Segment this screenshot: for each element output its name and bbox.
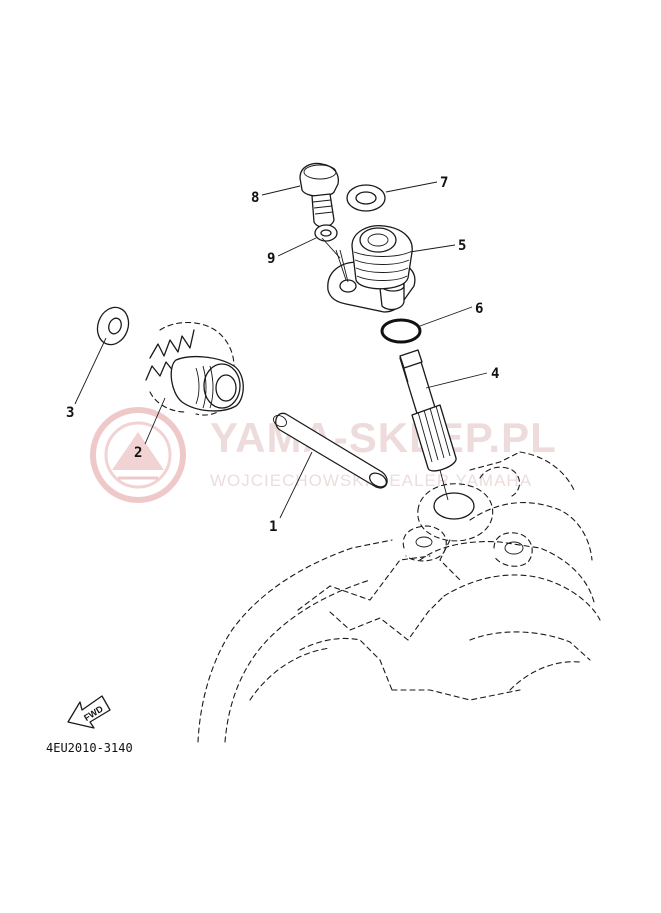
callout-8: 8 bbox=[251, 190, 259, 206]
assembly-lines bbox=[321, 237, 449, 501]
diagram-code: 4EU2010-3140 bbox=[46, 741, 133, 755]
watermark: YAMA-SKLEP.PL WOJCIECHOWSKI DEALER YAMAH… bbox=[90, 407, 557, 503]
leader-lines bbox=[74, 181, 488, 519]
part-4-driven-shaft bbox=[399, 349, 457, 472]
callouts: 1 2 3 4 5 6 7 8 9 bbox=[66, 175, 499, 535]
callout-5: 5 bbox=[458, 238, 466, 254]
part-3-washer bbox=[96, 306, 130, 346]
callout-3: 3 bbox=[66, 405, 74, 421]
engine-case-outline bbox=[197, 451, 601, 743]
part-9-washer bbox=[314, 224, 338, 242]
watermark-brand: YAMA-SKLEP.PL bbox=[210, 414, 557, 461]
callout-6: 6 bbox=[475, 301, 483, 317]
part-7-washer bbox=[346, 184, 386, 212]
callout-1: 1 bbox=[269, 519, 277, 535]
part-5-housing bbox=[327, 225, 416, 313]
part-8-bolt bbox=[299, 162, 340, 228]
part-1-pin bbox=[272, 412, 388, 489]
callout-7: 7 bbox=[440, 175, 448, 191]
gear-housing-boss bbox=[402, 466, 533, 567]
part-2-drive-gear bbox=[145, 321, 244, 416]
callout-4: 4 bbox=[491, 366, 499, 382]
callout-2: 2 bbox=[134, 445, 142, 461]
callout-9: 9 bbox=[267, 251, 275, 267]
part-6-o-ring bbox=[380, 318, 422, 344]
fwd-arrow-icon: FWD bbox=[67, 695, 111, 729]
watermark-logo-icon bbox=[90, 407, 186, 503]
